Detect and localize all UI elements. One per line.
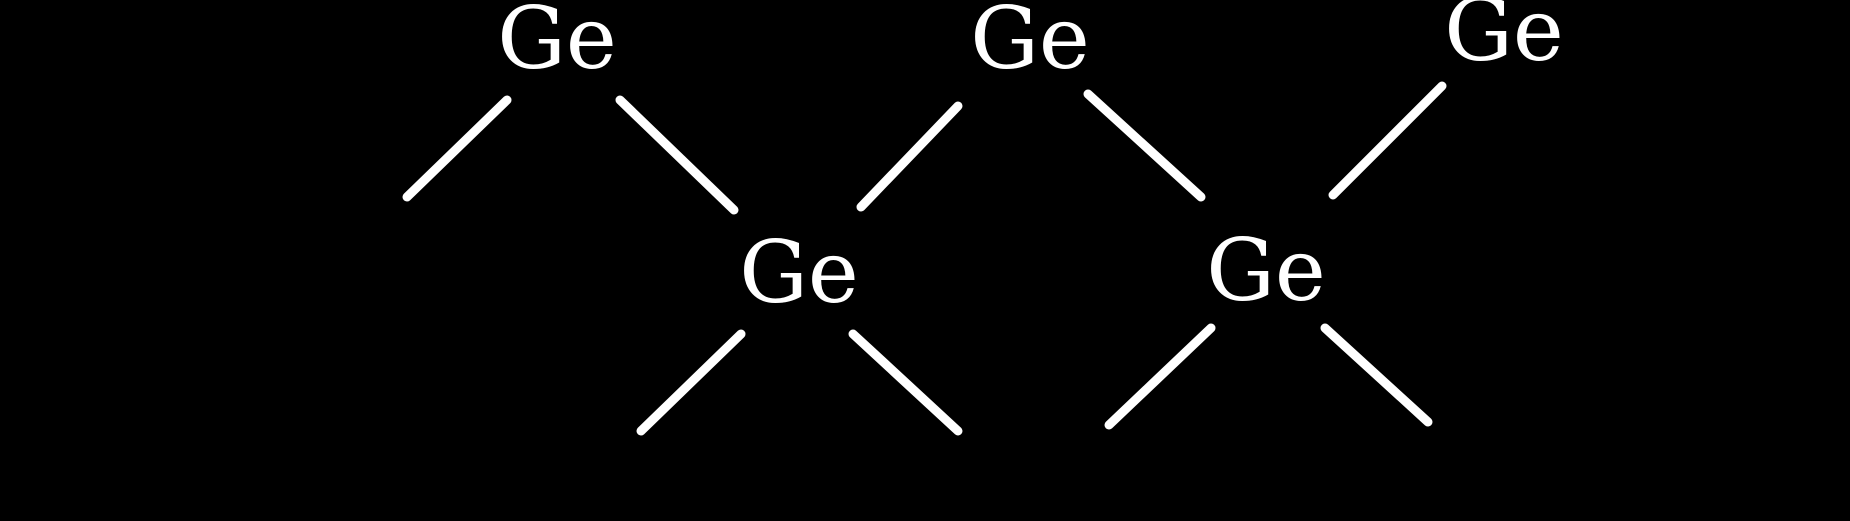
bond-line [636, 329, 746, 436]
atom-label: Ge [1444, 0, 1564, 81]
bond-line [1328, 81, 1447, 200]
bond-line [1083, 89, 1206, 202]
bond-line [856, 101, 963, 212]
bond-line [1104, 323, 1216, 430]
atom-label: Ge [497, 0, 617, 89]
atoms: Ge Ge Ge Ge Ge [497, 0, 1564, 323]
atom-label: Ge [739, 223, 859, 323]
bond-line [1320, 323, 1433, 427]
atom-label: Ge [1206, 221, 1326, 321]
bonds [402, 81, 1447, 436]
bond-line [402, 95, 512, 202]
bond-line [615, 95, 739, 215]
bond-line [848, 329, 963, 436]
atom-label: Ge [970, 0, 1090, 89]
